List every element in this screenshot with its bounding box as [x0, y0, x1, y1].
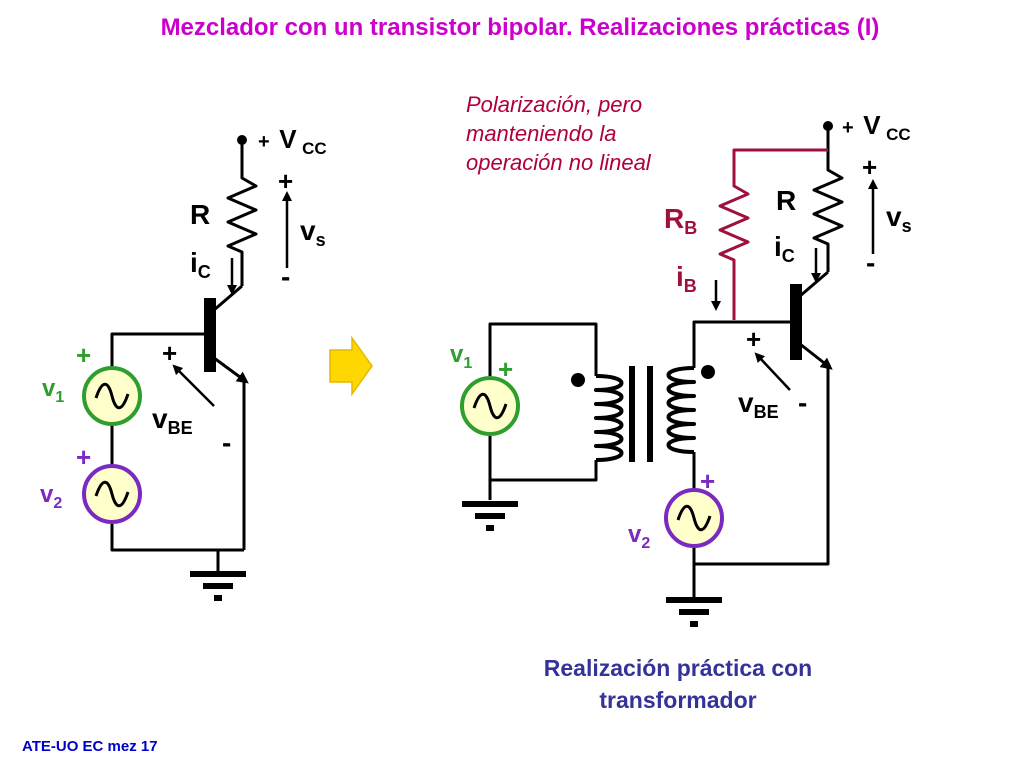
resistor-label: R	[776, 185, 796, 216]
right-labels: + V CC R iC RB iB + vs - + vBE - + v1 + …	[450, 110, 912, 552]
v2-plus: +	[76, 442, 91, 472]
sine-icon	[94, 480, 130, 508]
slide-title: Mezclador con un transistor bipolar. Rea…	[160, 14, 880, 41]
base-wire	[692, 320, 796, 368]
right-circuit	[460, 121, 878, 627]
emitter-arrow	[213, 356, 249, 384]
sine-icon	[472, 392, 508, 420]
sine-icon	[676, 504, 712, 532]
v2-label: v2	[40, 481, 62, 512]
primary-return-wire	[488, 436, 598, 482]
caption-line: Realización práctica con	[543, 655, 813, 681]
bias-note-line: Polarización, pero	[466, 92, 643, 117]
vbe-label: vBE	[152, 403, 193, 438]
base-wire	[110, 332, 210, 368]
primary-wire	[488, 322, 598, 376]
vbe-label: vBE	[738, 387, 779, 422]
v1-label: v1	[450, 341, 472, 372]
vs-minus: -	[866, 247, 875, 278]
v1-plus: +	[498, 354, 513, 384]
left-labels: + V CC R iC + vs - + vBE - + v1 + v2	[40, 124, 327, 512]
vbe-plus: +	[746, 324, 761, 354]
collector-resistor	[226, 168, 258, 286]
ib-label: iB	[676, 261, 697, 296]
slide-footer: ATE-UO EC mez 17	[22, 738, 158, 755]
ic-label: iC	[190, 247, 211, 282]
emitter-arrow	[799, 342, 833, 370]
vs-plus: +	[862, 152, 877, 182]
v1-plus: +	[76, 340, 91, 370]
vbe-arrow	[172, 364, 215, 407]
collector-lead	[799, 270, 829, 298]
collector-resistor	[812, 160, 844, 272]
resistor-label: R	[190, 199, 210, 230]
v1-label: v1	[42, 375, 64, 406]
vs-label: vs	[300, 215, 326, 250]
sine-icon	[94, 382, 130, 410]
bias-supply-wire	[732, 148, 828, 180]
transformer-caption: Realización práctica con transformador	[478, 652, 878, 716]
collector-lead	[213, 284, 243, 312]
rb-label: RB	[664, 203, 697, 238]
primary-polarity-dot	[571, 373, 585, 387]
emitter-ground-wire	[694, 368, 830, 566]
v2-label: v2	[628, 521, 650, 552]
vbe-plus: +	[162, 338, 177, 368]
vs-minus: -	[281, 261, 290, 292]
vs-label: vs	[886, 201, 912, 236]
bias-network	[718, 148, 828, 320]
right-arrow-icon	[329, 335, 373, 397]
bias-note: Polarización, pero manteniendo la operac…	[466, 90, 766, 177]
left-circuit	[82, 135, 292, 601]
primary-coil	[594, 374, 624, 462]
bottom-wire	[110, 522, 244, 552]
vs-plus: +	[278, 166, 293, 196]
v2-plus: +	[700, 466, 715, 496]
ic-label: iC	[774, 231, 795, 266]
secondary-polarity-dot	[701, 365, 715, 379]
vcc-label: + V CC	[258, 124, 327, 158]
vcc-label: + V CC	[842, 110, 911, 144]
secondary-coil	[666, 366, 696, 454]
vbe-minus: -	[222, 427, 231, 458]
vbe-minus: -	[798, 387, 807, 418]
caption-line: transformador	[599, 687, 757, 713]
bias-note-line: operación no lineal	[466, 150, 651, 175]
vbe-arrow	[754, 352, 791, 391]
bias-resistor	[718, 180, 750, 320]
bias-note-line: manteniendo la	[466, 121, 617, 146]
